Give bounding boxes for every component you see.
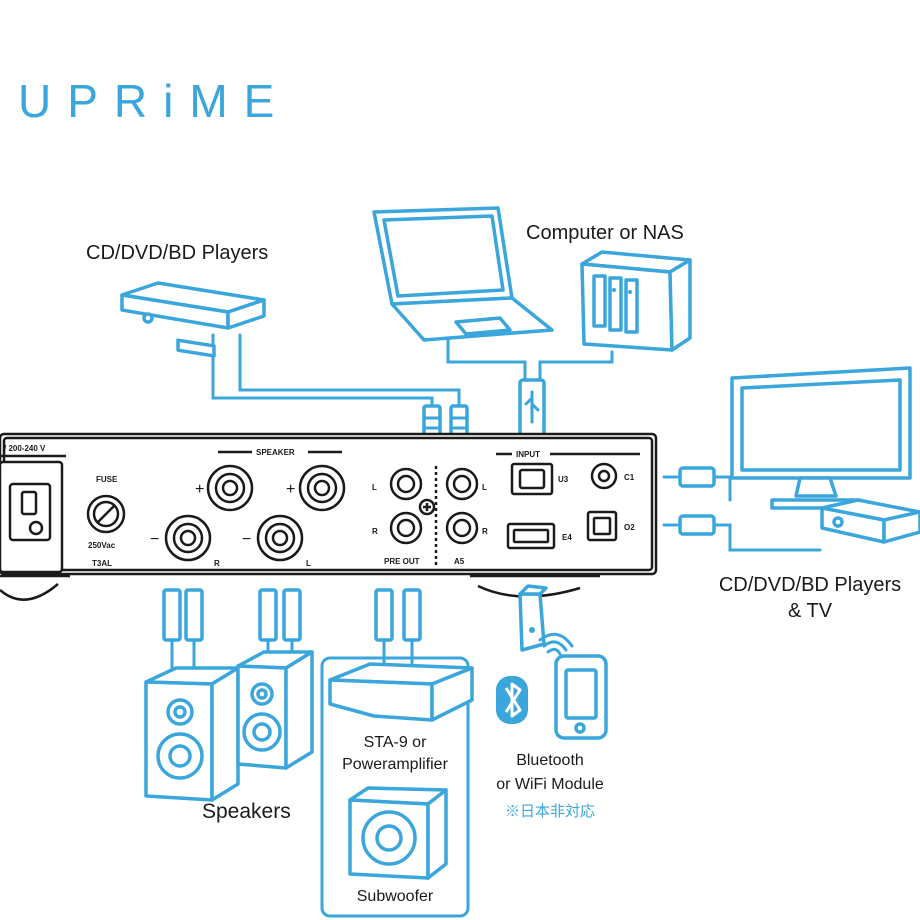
pre-l: L: [372, 483, 377, 492]
c1-label: C1: [624, 473, 635, 482]
computer-label: Computer or NAS: [526, 222, 684, 244]
tv: [730, 366, 912, 510]
sta9-box: [320, 656, 474, 918]
input-label: INPUT: [516, 450, 540, 459]
right-plugs: [662, 466, 716, 536]
cd-player-right: [820, 498, 920, 544]
cd-right-label-1: CD/DVD/BD Players: [718, 574, 902, 596]
a5-label: A5: [454, 557, 465, 566]
speaker-r: R: [214, 559, 220, 568]
cd-player-top: [120, 281, 266, 358]
rca-plugs-bottom: [162, 588, 422, 642]
subwoofer-label: Subwoofer: [356, 888, 434, 905]
nas: [580, 250, 692, 352]
speakers-label: Speakers: [202, 800, 291, 823]
speaker-l: L: [306, 559, 311, 568]
minus-l: −: [242, 531, 251, 548]
bluetooth-icon: [496, 676, 528, 724]
cd-right-label-2: & TV: [787, 600, 833, 622]
laptop: [372, 206, 554, 342]
wireless-module: [518, 584, 574, 656]
fuse-rating-2: T3AL: [92, 559, 112, 568]
fuse-label: FUSE: [96, 475, 118, 484]
speaker-label: SPEAKER: [256, 448, 295, 457]
voltage-label: / 200-240 V: [4, 444, 46, 453]
o2-label: O2: [624, 523, 635, 532]
a5-l: L: [482, 483, 487, 492]
uprime-logo: UPRiME: [18, 75, 291, 127]
sta-label-1: STA-9 or: [363, 734, 427, 751]
u3-label: U3: [558, 475, 569, 484]
pre-out-label: PRE OUT: [384, 557, 420, 566]
plus-r: +: [195, 481, 204, 498]
amplifier: / 200-240 V FUSE 250Vac T3AL SPEAKER + +: [0, 432, 658, 601]
speaker-right: [236, 650, 314, 770]
speaker-left: [144, 666, 240, 802]
a5-r: R: [482, 527, 488, 536]
e4-label: E4: [562, 533, 572, 542]
sta-label-2: Poweramplifier: [342, 756, 448, 773]
fuse-rating-1: 250Vac: [88, 541, 116, 550]
smartphone-icon: [554, 654, 608, 740]
bluetooth-label-1: Bluetooth: [516, 752, 584, 769]
bluetooth-note: ※日本非対応: [504, 803, 595, 820]
cd-top-label: CD/DVD/BD Players: [86, 242, 269, 264]
minus-r: −: [150, 531, 159, 548]
plus-l: +: [286, 481, 295, 498]
pre-r: R: [372, 527, 378, 536]
bluetooth-label-2: or WiFi Module: [496, 776, 604, 793]
